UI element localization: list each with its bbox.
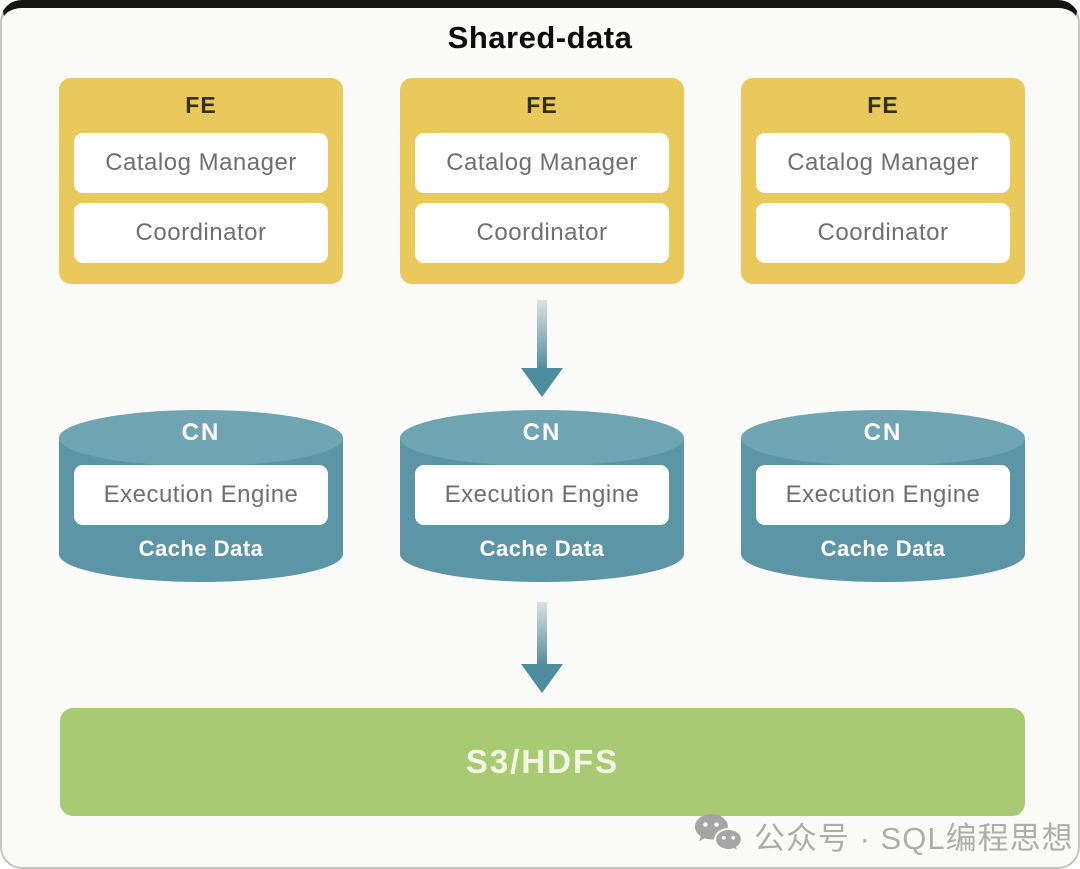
fe-node-title: FE — [185, 92, 217, 118]
coordinator-box: Coordinator — [756, 203, 1010, 263]
fe-node-title: FE — [526, 92, 558, 118]
cache-data-label: Cache Data — [138, 536, 264, 561]
execution-engine-box: Execution Engine — [74, 465, 328, 525]
catalog-manager-box: Catalog Manager — [74, 133, 328, 193]
diagram-title: Shared-data — [447, 20, 633, 55]
down-arrow-icon — [521, 602, 563, 693]
coordinator-box: Coordinator — [74, 203, 328, 263]
execution-engine-box: Execution Engine — [415, 465, 669, 525]
wechat-icon — [695, 814, 743, 854]
cn-node-title: CN — [522, 419, 562, 446]
cache-data-label: Cache Data — [820, 536, 946, 561]
cache-data-label: Cache Data — [479, 536, 605, 561]
execution-engine-box: Execution Engine — [756, 465, 1010, 525]
coordinator-box: Coordinator — [415, 203, 669, 263]
watermark: 公众号 · SQL编程思想 — [692, 812, 1074, 858]
cn-node-title: CN — [863, 419, 903, 446]
watermark-text: 公众号 · SQL编程思想 — [754, 820, 1074, 856]
down-arrow-icon — [521, 300, 563, 397]
fe-node: FE Catalog Manager Coordinator — [59, 78, 343, 284]
fe-node: FE Catalog Manager Coordinator — [400, 78, 684, 284]
catalog-manager-box: Catalog Manager — [756, 133, 1010, 193]
storage-bar: S3/HDFS — [60, 708, 1025, 816]
catalog-manager-box: Catalog Manager — [415, 133, 669, 193]
cn-node: CN Execution Engine Cache Data — [400, 410, 684, 582]
cn-node: CN Execution Engine Cache Data — [59, 410, 343, 582]
fe-node-title: FE — [867, 92, 899, 118]
cn-node: CN Execution Engine Cache Data — [741, 410, 1025, 582]
storage-label: S3/HDFS — [465, 743, 620, 780]
cn-node-title: CN — [181, 419, 221, 446]
fe-node: FE Catalog Manager Coordinator — [741, 78, 1025, 284]
